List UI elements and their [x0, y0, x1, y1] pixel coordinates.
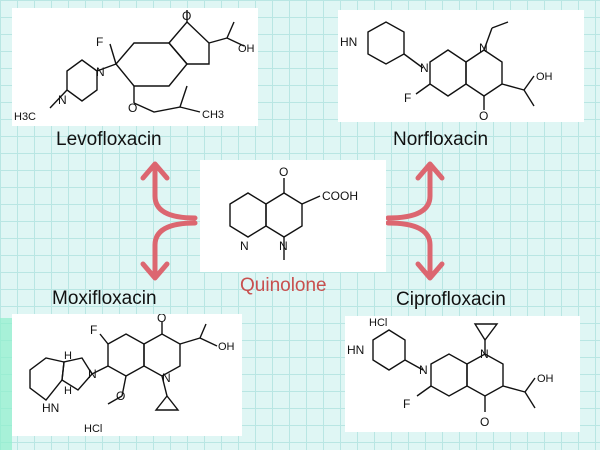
- quinolone-label: Quinolone: [240, 275, 327, 296]
- norfloxacin-structure: HN N N F O OH: [338, 10, 584, 122]
- stereo-h-bottom-label: H: [64, 385, 72, 397]
- oxo-label: O: [182, 9, 191, 23]
- pyridine-n-label: N: [240, 239, 249, 253]
- methyl-n-label: N: [58, 93, 67, 107]
- ring-n-label: N: [480, 347, 489, 361]
- piperazine-n-label: N: [96, 65, 105, 79]
- levofloxacin-structure: O OH F N N H3C O CH3: [12, 8, 258, 126]
- hydroxyl-label: OH: [238, 43, 255, 55]
- hcl-label: HCl: [84, 423, 102, 435]
- ciprofloxacin-structure: HCl HN N N F O OH: [345, 316, 580, 432]
- oxo-label: O: [157, 314, 166, 325]
- arrow-to-norfloxacin: [385, 161, 445, 221]
- methyl-left-label: H3C: [14, 111, 36, 123]
- moxifloxacin-label: Moxifloxacin: [52, 288, 157, 309]
- piperazine-n-label: N: [420, 61, 429, 75]
- ciprofloxacin-label: Ciprofloxacin: [396, 289, 506, 310]
- oxo-label: O: [479, 109, 488, 122]
- piperazine-n-label: N: [419, 363, 428, 377]
- oxo-label: O: [279, 165, 288, 179]
- fluorine-label: F: [404, 91, 411, 105]
- ring-n-label: N: [479, 41, 488, 55]
- methyl-n-label: N: [279, 239, 288, 253]
- levofloxacin-label: Levofloxacin: [56, 129, 162, 150]
- norfloxacin-label: Norfloxacin: [393, 129, 489, 150]
- piperazine-nh-label: HN: [340, 35, 357, 49]
- hcl-label: HCl: [369, 317, 387, 329]
- quinolone-structure: O COOH N N: [200, 160, 386, 272]
- methoxy-o-label: O: [116, 389, 125, 403]
- oxo-label: O: [480, 415, 489, 429]
- moxifloxacin-structure: F O OH N N H H HN O HCl: [12, 314, 242, 436]
- hydroxyl-label: OH: [218, 341, 235, 353]
- hydroxyl-label: OH: [536, 71, 553, 83]
- fluorine-label: F: [403, 397, 410, 411]
- stereo-h-top-label: H: [64, 350, 72, 362]
- pyrrolidine-n-label: N: [88, 367, 97, 381]
- arrow-to-moxifloxacin: [140, 220, 198, 281]
- fluorine-label: F: [96, 35, 103, 49]
- ring-oxygen-label: O: [128, 101, 137, 115]
- arrow-to-levofloxacin: [140, 161, 198, 221]
- decorative-strip: [0, 318, 12, 450]
- amine-label: HN: [42, 401, 59, 415]
- ring-n-label: N: [162, 371, 171, 385]
- hydroxyl-label: OH: [537, 373, 554, 385]
- carboxyl-label: COOH: [322, 189, 358, 203]
- methyl-right-label: CH3: [202, 109, 224, 121]
- piperazine-nh-label: HN: [347, 343, 364, 357]
- fluorine-label: F: [90, 323, 97, 337]
- arrow-to-ciprofloxacin: [385, 220, 445, 281]
